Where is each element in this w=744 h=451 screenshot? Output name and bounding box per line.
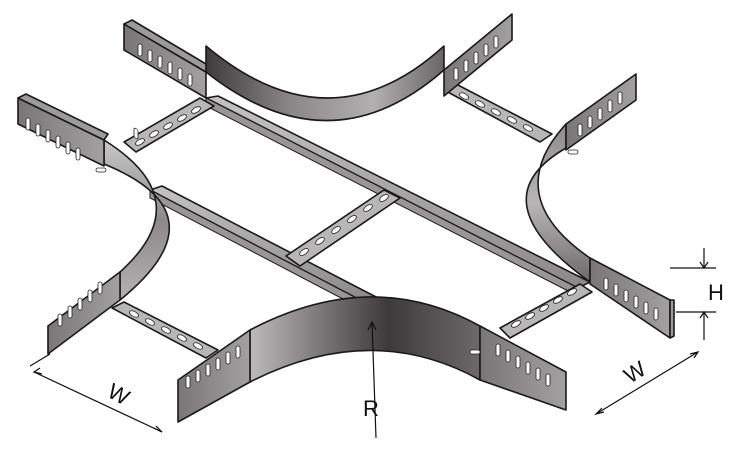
side-panel-bottom-right <box>469 325 567 411</box>
side-panel-top-left <box>123 19 207 140</box>
height-label: H <box>708 280 724 305</box>
dimension-width-left: W <box>29 353 163 433</box>
dimension-height: H <box>670 248 724 340</box>
curved-wall-top <box>205 45 445 122</box>
rung-center <box>285 189 401 267</box>
side-panel-left-lower <box>47 271 121 355</box>
side-panel-right-lower <box>589 257 675 339</box>
rung-bottom-left <box>111 301 219 359</box>
dimension-radius: R <box>363 320 379 439</box>
rung-top-left <box>123 97 215 153</box>
width-left-label: W <box>104 378 134 410</box>
main-rail-lower <box>149 185 379 311</box>
rung-slots <box>135 106 201 146</box>
radius-label: R <box>363 396 379 421</box>
side-panel-top-right <box>443 13 513 97</box>
curved-wall-bottom <box>249 296 481 383</box>
dimension-width-right: W <box>594 351 700 416</box>
rung-top-right <box>443 83 553 143</box>
side-panel-bottom-left <box>177 329 251 423</box>
panel-slots <box>133 127 139 140</box>
side-panel-right-upper <box>565 73 637 155</box>
rung-bottom-right <box>499 283 593 339</box>
side-panel-left-upper <box>17 93 109 173</box>
